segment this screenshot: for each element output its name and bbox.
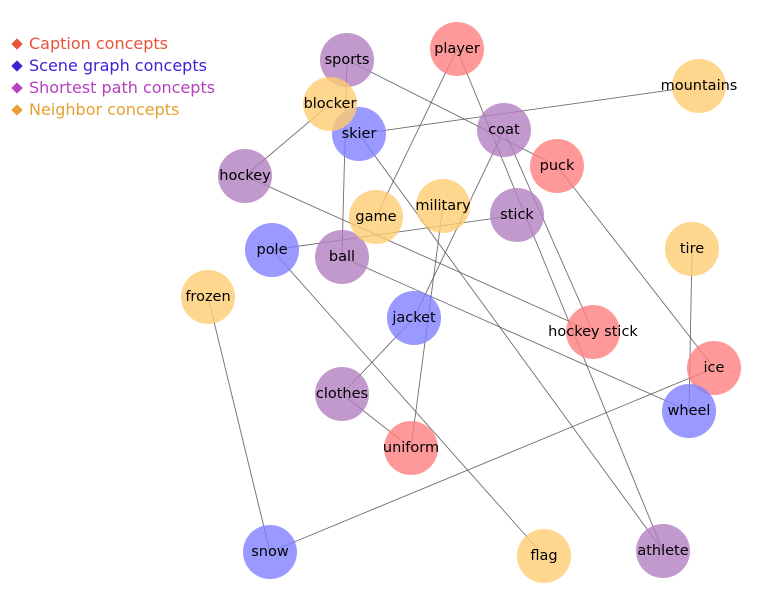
node-label-clothes: clothes [316, 386, 368, 402]
node-label-blocker: blocker [304, 96, 357, 112]
node-wheel [662, 384, 716, 438]
node-player [430, 22, 484, 76]
legend-item-neighbor: Neighbor concepts [10, 99, 215, 121]
node-game [349, 190, 403, 244]
node-circle [349, 190, 403, 244]
diamond-icon [11, 37, 23, 50]
edge-pole-flag [271, 249, 545, 557]
node-tire [665, 222, 719, 276]
node-circle [530, 139, 584, 193]
legend: Caption concepts Scene graph concepts Sh… [10, 33, 215, 121]
edge-ice-snow [269, 367, 715, 553]
node-label-wheel: wheel [668, 403, 711, 419]
node-circle [181, 270, 235, 324]
node-circle [303, 77, 357, 131]
node-snow [243, 525, 297, 579]
node-circle [687, 341, 741, 395]
node-stick [490, 188, 544, 242]
edge-hockey-hockey_stick [244, 175, 594, 333]
node-military [416, 179, 470, 233]
node-mountains [672, 59, 726, 113]
node-label-snow: snow [251, 544, 289, 560]
node-label-hockey_stick: hockey stick [548, 324, 638, 340]
edge-skier-mountains [358, 85, 700, 135]
node-circle [566, 305, 620, 359]
edge-frozen-snow [207, 296, 271, 553]
edges-layer [207, 48, 715, 557]
node-label-pole: pole [256, 242, 287, 258]
node-circle [384, 421, 438, 475]
edge-ball-wheel [341, 256, 690, 412]
node-circle [243, 525, 297, 579]
node-ice [687, 341, 741, 395]
node-hockey [218, 149, 272, 203]
node-label-tire: tire [680, 241, 704, 257]
node-circle [477, 103, 531, 157]
node-flag [517, 529, 571, 583]
node-uniform [384, 421, 438, 475]
node-hockey_stick [566, 305, 620, 359]
node-label-frozen: frozen [185, 289, 230, 305]
node-jacket [387, 291, 441, 345]
node-label-player: player [434, 41, 480, 57]
node-label-uniform: uniform [383, 440, 439, 456]
node-label-puck: puck [540, 158, 575, 174]
node-circle [245, 223, 299, 277]
node-label-jacket: jacket [391, 310, 436, 326]
node-label-coat: coat [488, 122, 520, 138]
node-circle [315, 230, 369, 284]
node-circle [490, 188, 544, 242]
node-circle [320, 33, 374, 87]
legend-label: Neighbor concepts [29, 100, 180, 119]
legend-item-caption: Caption concepts [10, 33, 215, 55]
node-pole [245, 223, 299, 277]
node-ball [315, 230, 369, 284]
node-circle [665, 222, 719, 276]
edge-puck-ice [556, 165, 715, 369]
node-label-skier: skier [342, 126, 377, 142]
edge-player-game [375, 48, 458, 218]
node-circle [636, 524, 690, 578]
legend-label: Caption concepts [29, 34, 168, 53]
node-circle [672, 59, 726, 113]
legend-item-scene-graph: Scene graph concepts [10, 55, 215, 77]
node-circle [416, 179, 470, 233]
diamond-icon [11, 81, 23, 94]
edge-tire-wheel [688, 248, 693, 412]
node-label-flag: flag [530, 548, 557, 564]
node-circle [430, 22, 484, 76]
node-label-stick: stick [500, 207, 534, 223]
node-label-ball: ball [329, 249, 355, 265]
nodes-layer: player puck hockey stick ice uniform skier pol… [181, 22, 741, 583]
node-puck [530, 139, 584, 193]
legend-item-shortest-path: Shortest path concepts [10, 77, 215, 99]
node-frozen [181, 270, 235, 324]
legend-label: Shortest path concepts [29, 78, 216, 97]
diamond-icon [11, 103, 23, 116]
node-athlete [636, 524, 690, 578]
node-circle [517, 529, 571, 583]
node-circle [218, 149, 272, 203]
edge-skier-athlete [358, 133, 664, 552]
node-clothes [315, 367, 369, 421]
diamond-icon [11, 59, 23, 72]
node-blocker [303, 77, 357, 131]
node-label-game: game [355, 209, 396, 225]
node-circle [662, 384, 716, 438]
node-label-military: military [415, 198, 471, 214]
node-label-mountains: mountains [661, 78, 738, 94]
node-sports [320, 33, 374, 87]
node-circle [315, 367, 369, 421]
node-label-ice: ice [704, 360, 725, 376]
node-label-athlete: athlete [637, 543, 688, 559]
node-coat [477, 103, 531, 157]
legend-label: Scene graph concepts [29, 56, 207, 75]
node-circle [387, 291, 441, 345]
edge-coat-hockey_stick [503, 129, 594, 333]
node-label-hockey: hockey [219, 168, 271, 184]
node-label-sports: sports [325, 52, 370, 68]
